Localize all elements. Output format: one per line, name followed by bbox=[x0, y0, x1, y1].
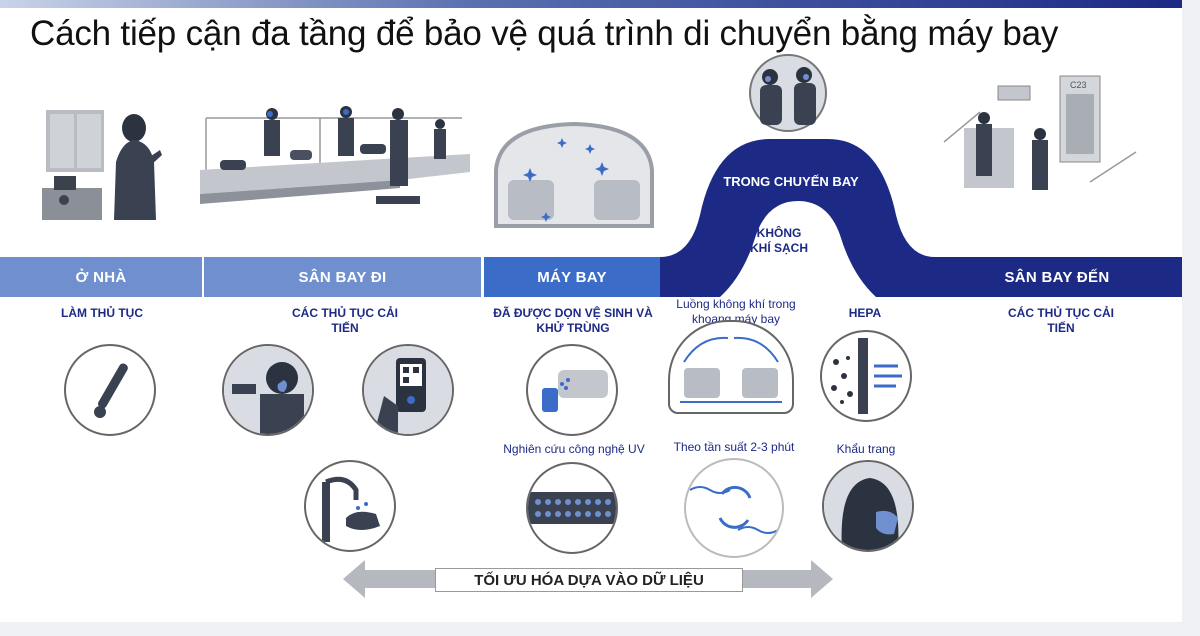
aircraft-cabin-illustration bbox=[494, 121, 654, 228]
clean-air-label: KHÔNG KHÍ SẠCH bbox=[749, 226, 808, 255]
temperature-scan-icon bbox=[222, 344, 314, 436]
hepa-filter-icon bbox=[820, 330, 912, 422]
cleaned-disinfected-caption: ĐÃ ĐƯỢC DỌN VỆ SINH VÀ KHỬ TRÙNG bbox=[493, 306, 653, 335]
departure-airport-scene-illustration bbox=[200, 106, 470, 204]
mask-caption: Khẩu trang bbox=[836, 442, 896, 456]
departure-procedures-caption: CÁC THỦ TỤC CẢI TIẾN bbox=[292, 306, 398, 335]
frequency-caption: Theo tần suất 2-3 phút bbox=[673, 440, 795, 454]
uv-light-icon bbox=[526, 462, 618, 554]
hand-sanitizer-icon bbox=[304, 460, 396, 552]
data-driven-optimization-label: TỐI ƯU HÓA DỰA VÀO DỮ LIỆU bbox=[435, 568, 743, 592]
passengers-circle-illustration bbox=[749, 54, 827, 132]
uv-caption: Nghiên cứu công nghệ UV bbox=[503, 442, 645, 456]
thermometer-icon bbox=[64, 344, 156, 436]
hepa-caption: HEPA bbox=[848, 306, 882, 320]
home-scene-illustration bbox=[42, 110, 162, 220]
cabin-airflow-icon bbox=[668, 320, 794, 414]
slide-title: Cách tiếp cận đa tầng để bảo vệ quá trìn… bbox=[30, 14, 1059, 53]
in-flight-title: TRONG CHUYẾN BAY bbox=[723, 174, 859, 189]
disinfect-spray-icon bbox=[526, 344, 618, 436]
face-mask-icon bbox=[822, 460, 914, 552]
phone-qr-icon bbox=[362, 344, 454, 436]
air-exchange-icon bbox=[684, 458, 784, 558]
stage-departure-airport: SÂN BAY ĐI bbox=[204, 257, 481, 297]
top-accent-bar bbox=[0, 0, 1182, 8]
arrival-procedures-caption: CÁC THỦ TỤC CẢI TIẾN bbox=[1008, 306, 1114, 335]
arrival-airport-scene-illustration: C23 bbox=[943, 75, 1137, 190]
in-flight-hump-shape bbox=[660, 139, 935, 297]
stage-aircraft: MÁY BAY bbox=[484, 257, 660, 297]
gate-code-label: C23 bbox=[1070, 80, 1087, 90]
check-in-caption: LÀM THỦ TỤC bbox=[61, 306, 143, 320]
stage-arrival-airport: SÂN BAY ĐẾN bbox=[932, 257, 1182, 297]
slide: Cách tiếp cận đa tầng để bảo vệ quá trìn… bbox=[0, 0, 1182, 622]
stage-home: Ở NHÀ bbox=[0, 257, 202, 297]
